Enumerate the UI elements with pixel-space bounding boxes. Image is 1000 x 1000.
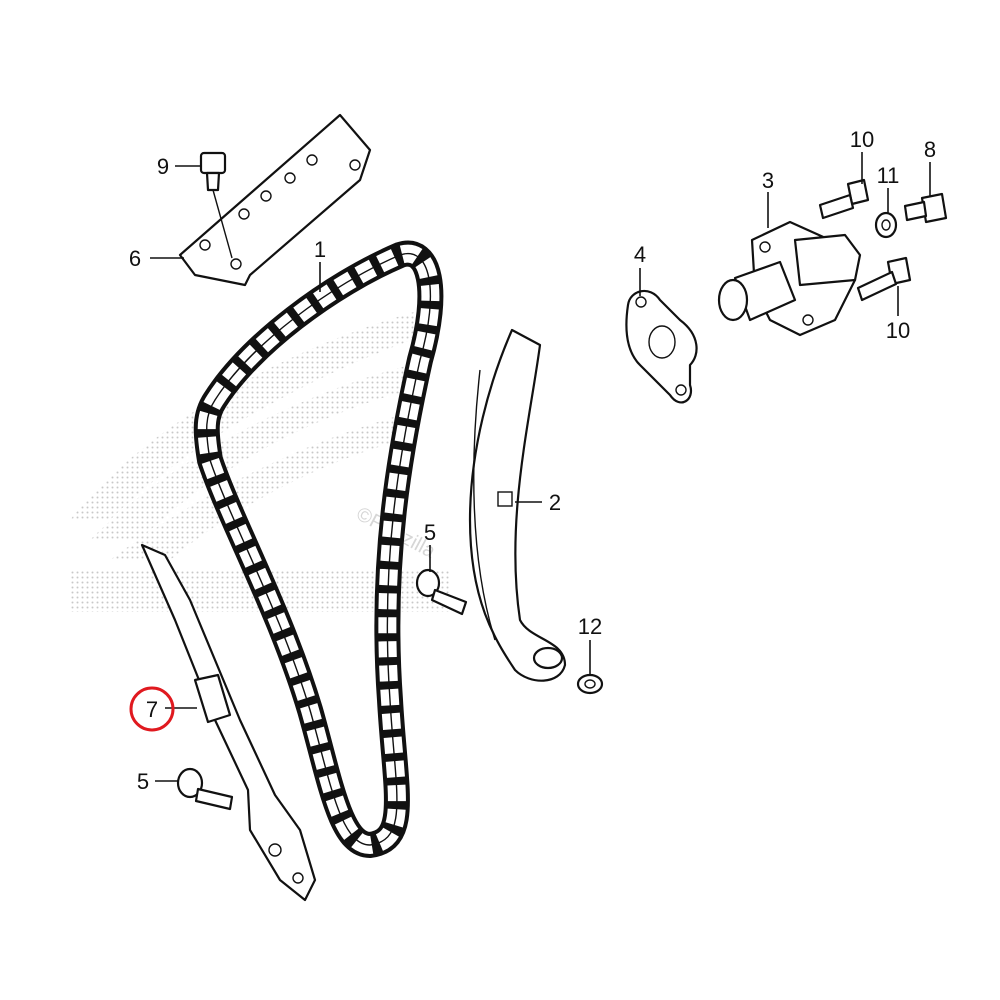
tensioner-bolt-upper (818, 178, 870, 220)
tensioner-washer (874, 211, 898, 239)
highlight-circle (129, 686, 175, 732)
callout-10-upper: 10 (850, 127, 874, 152)
callout-7: 7 (146, 697, 158, 722)
tensioner-sealing-bolt (903, 192, 948, 224)
pivot-bolt-upper (415, 568, 468, 616)
tensioner-arm (140, 543, 317, 902)
plate-bolt (199, 151, 233, 259)
callout-4: 4 (634, 242, 646, 267)
cam-chain-tensioner (717, 220, 862, 337)
tensioner-gasket (625, 289, 698, 404)
callout-labels: 1 2 3 4 5 6 7 8 9 10 11 12 5 10 (129, 127, 936, 794)
pivot-bolt-lower (176, 767, 234, 811)
cam-chain (193, 240, 444, 858)
callout-6: 6 (129, 246, 141, 271)
chain-guide (468, 328, 567, 682)
callout-5-lower: 5 (137, 769, 149, 794)
leader-lines (150, 152, 931, 782)
callout-5-upper: 5 (424, 520, 436, 545)
callout-2: 2 (549, 490, 561, 515)
callout-9: 9 (157, 154, 169, 179)
washer-small (576, 673, 604, 695)
chain-plate (178, 113, 372, 287)
callout-1: 1 (314, 237, 326, 262)
callout-3: 3 (762, 168, 774, 193)
callout-12: 12 (578, 614, 602, 639)
tensioner-bolt-lower (856, 256, 912, 302)
callout-11: 11 (877, 163, 900, 188)
callout-10-lower: 10 (886, 318, 910, 343)
callout-8: 8 (924, 137, 936, 162)
